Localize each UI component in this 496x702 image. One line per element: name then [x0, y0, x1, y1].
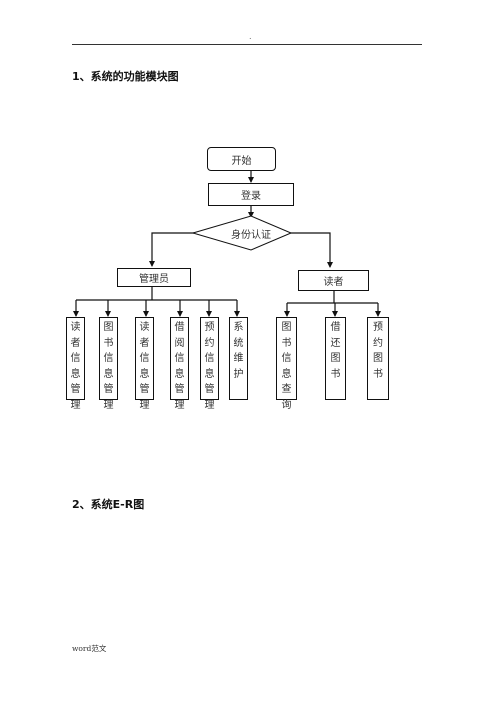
- admin-module-5-char: 息: [204, 368, 215, 380]
- reader-module-1-char: 询: [281, 399, 292, 411]
- arrow-auth-admin: [149, 232, 196, 267]
- admin-module-2-char: 图: [103, 322, 114, 333]
- reader-module-3: 预约图书: [367, 317, 389, 400]
- reader-module-3-char: 图: [373, 353, 383, 365]
- admin-module-2: 图书信息管理: [99, 317, 118, 411]
- admin-module-3-char: 读: [139, 322, 150, 333]
- reader-module-2-char: 借: [330, 322, 341, 333]
- admin-module-5-char: 信: [204, 353, 215, 365]
- admin-module-1-char: 理: [70, 399, 81, 411]
- reader-module-1-char: 信: [281, 353, 292, 365]
- reader-module-2: 借还图书: [325, 317, 346, 400]
- reader-module-2-char: 图: [330, 353, 341, 365]
- section-2-heading: 2、系统E-R图: [72, 498, 145, 511]
- admin-module-5: 预约信息管理: [200, 317, 219, 411]
- admin-module-4-char: 管: [174, 384, 185, 396]
- footer-text: word范文: [72, 644, 107, 653]
- admin-module-2-char: 息: [103, 368, 114, 380]
- arrow-auth-reader: [290, 232, 333, 268]
- admin-module-5-char: 约: [204, 337, 215, 349]
- header-rule: [72, 44, 422, 45]
- admin-node: 管理员: [117, 268, 191, 287]
- admin-module-3-char: 者: [139, 337, 150, 349]
- admin-module-6: 系统维护: [229, 317, 248, 400]
- admin-module-2-char: 管: [103, 384, 114, 396]
- admin-module-4-char: 信: [174, 353, 185, 365]
- admin-module-2-char: 书: [103, 337, 114, 349]
- admin-module-2-char: 理: [103, 399, 114, 411]
- reader-node: 读者: [298, 270, 369, 291]
- admin-module-4-char: 阅: [174, 337, 185, 349]
- reader-module-1-char: 图: [281, 322, 292, 333]
- reader-module-1-char: 书: [281, 337, 292, 349]
- admin-module-1-char: 管: [70, 384, 81, 396]
- admin-module-1-char: 息: [70, 368, 81, 380]
- admin-module-3-char: 息: [139, 368, 150, 380]
- reader-module-1-char: 息: [281, 368, 292, 380]
- admin-module-5-char: 理: [204, 399, 215, 411]
- start-label: 开始: [231, 155, 252, 167]
- admin-module-4-char: 息: [174, 368, 185, 380]
- reader-module-3-char: 约: [373, 337, 383, 349]
- auth-diamond: [191, 215, 293, 251]
- login-label: 登录: [241, 191, 261, 202]
- login-node: 登录: [208, 183, 294, 206]
- admin-module-4-char: 借: [174, 322, 185, 333]
- admin-module-6-char: 系: [233, 322, 244, 333]
- reader-label: 读者: [323, 277, 344, 288]
- admin-module-4-char: 理: [174, 399, 185, 411]
- admin-module-1-char: 信: [70, 353, 81, 365]
- reader-module-2-char: 还: [330, 337, 341, 349]
- admin-module-4: 借阅信息管理: [170, 317, 189, 411]
- reader-module-1-char: 查: [281, 384, 292, 396]
- admin-module-6-char: 护: [233, 368, 244, 380]
- start-node: 开始: [207, 147, 276, 171]
- reader-module-1: 图书信息查询: [276, 317, 297, 411]
- auth-node: 身份认证: [211, 225, 291, 241]
- admin-module-6-char: 维: [233, 353, 244, 365]
- admin-module-5-char: 管: [204, 384, 215, 396]
- admin-module-1-char: 读: [70, 322, 81, 333]
- reader-module-3-char: 书: [373, 368, 383, 380]
- reader-module-2-char: 书: [330, 368, 341, 380]
- admin-label: 管理员: [139, 274, 169, 285]
- admin-module-5-char: 预: [204, 322, 215, 333]
- admin-module-3-char: 管: [139, 384, 150, 396]
- admin-module-6-char: 统: [233, 337, 244, 349]
- header-mark: .: [249, 32, 252, 41]
- admin-module-3: 读者信息管理: [135, 317, 154, 411]
- section-1-heading: 1、系统的功能模块图: [72, 70, 179, 83]
- admin-module-2-char: 信: [103, 353, 114, 365]
- admin-module-1: 读者信息管理: [66, 317, 85, 411]
- admin-module-3-char: 理: [139, 399, 150, 411]
- admin-module-3-char: 信: [139, 353, 150, 365]
- auth-label: 身份认证: [231, 229, 271, 241]
- admin-module-1-char: 者: [70, 337, 81, 349]
- reader-module-3-char: 预: [373, 322, 383, 333]
